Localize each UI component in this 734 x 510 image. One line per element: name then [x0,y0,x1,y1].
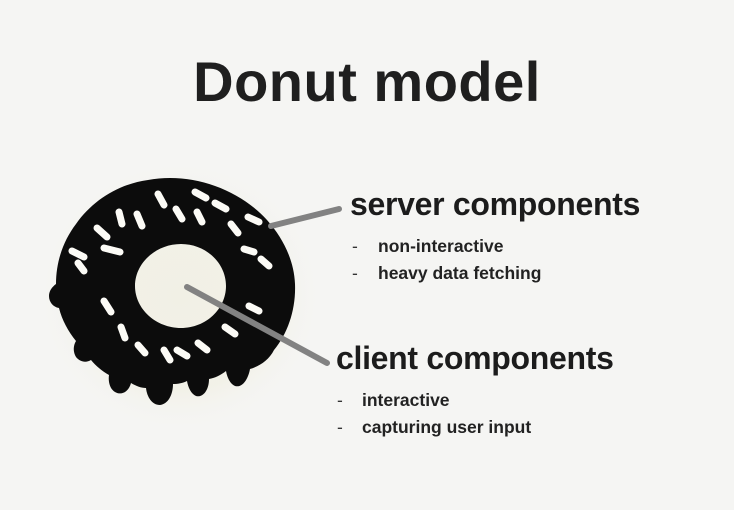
server-pointer-line [268,206,342,229]
client-components-heading: client components [336,340,614,376]
server-components-heading: server components [350,186,641,222]
donut-icon [49,177,296,405]
list-item: - interactive [336,387,614,414]
bullet-dash: - [352,236,358,256]
bullet-dash: - [337,390,343,410]
bullet-text: capturing user input [362,417,532,437]
server-components-block: server components - non-interactive - he… [350,186,640,287]
client-components-block: client components - interactive - captur… [336,340,614,441]
client-components-bullets: - interactive - capturing user input [336,387,614,441]
bullet-dash: - [337,417,343,437]
list-item: - capturing user input [336,414,614,441]
bullet-text: non-interactive [378,236,504,256]
page-title: Donut model [193,50,541,113]
client-pointer-line [184,284,330,366]
list-item: - non-interactive [350,233,640,260]
list-item: - heavy data fetching [350,260,640,287]
bullet-dash: - [352,263,358,283]
server-components-bullets: - non-interactive - heavy data fetching [350,233,640,287]
bullet-text: interactive [362,390,450,410]
bullet-text: heavy data fetching [378,263,542,283]
donut-sprinkles [68,188,273,364]
